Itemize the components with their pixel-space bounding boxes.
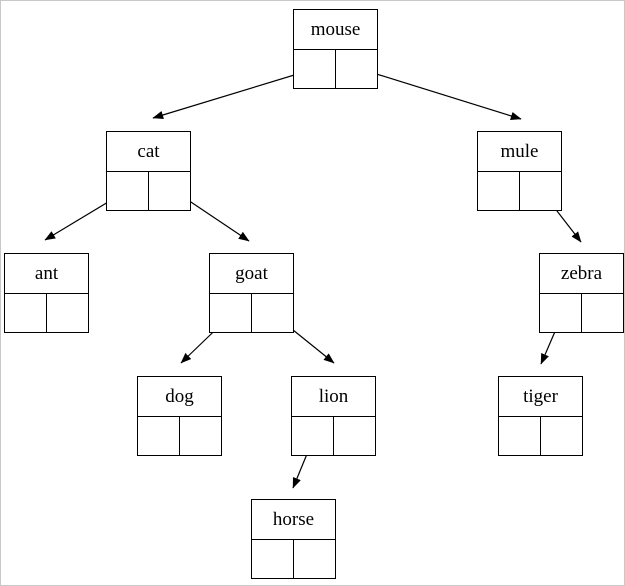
node-pointer-cells-lion (292, 417, 375, 455)
node-right-pointer-ant[interactable] (47, 294, 89, 332)
node-left-pointer-cat[interactable] (107, 172, 149, 210)
tree-node-zebra[interactable]: zebra (539, 253, 624, 333)
tree-edge-mouse-to-mule (353, 66, 522, 120)
node-left-pointer-mule[interactable] (478, 172, 520, 210)
tree-edge-mouse-to-cat (152, 68, 315, 120)
node-left-pointer-tiger[interactable] (499, 417, 541, 455)
node-right-pointer-lion[interactable] (334, 417, 376, 455)
node-pointer-cells-horse (252, 540, 335, 578)
node-right-pointer-goat[interactable] (252, 294, 294, 332)
tree-node-ant[interactable]: ant (4, 253, 89, 333)
node-left-pointer-mouse[interactable] (294, 50, 336, 88)
node-right-pointer-tiger[interactable] (541, 417, 583, 455)
node-right-pointer-mouse[interactable] (336, 50, 378, 88)
node-right-pointer-dog[interactable] (180, 417, 222, 455)
node-left-pointer-ant[interactable] (5, 294, 47, 332)
node-label-mouse: mouse (294, 10, 377, 50)
node-left-pointer-goat[interactable] (210, 294, 252, 332)
tree-node-lion[interactable]: lion (291, 376, 376, 456)
node-left-pointer-zebra[interactable] (540, 294, 582, 332)
node-left-pointer-lion[interactable] (292, 417, 334, 455)
node-left-pointer-horse[interactable] (252, 540, 294, 578)
node-pointer-cells-tiger (499, 417, 582, 455)
node-label-zebra: zebra (540, 254, 623, 294)
node-label-tiger: tiger (499, 377, 582, 417)
node-label-goat: goat (210, 254, 293, 294)
tree-node-horse[interactable]: horse (251, 499, 336, 579)
node-pointer-cells-ant (5, 294, 88, 332)
node-pointer-cells-goat (210, 294, 293, 332)
tree-node-mouse[interactable]: mouse (293, 9, 378, 89)
node-right-pointer-cat[interactable] (149, 172, 191, 210)
node-label-dog: dog (138, 377, 221, 417)
node-pointer-cells-dog (138, 417, 221, 455)
node-left-pointer-dog[interactable] (138, 417, 180, 455)
node-right-pointer-horse[interactable] (294, 540, 336, 578)
tree-node-dog[interactable]: dog (137, 376, 222, 456)
node-pointer-cells-mule (478, 172, 561, 210)
node-right-pointer-zebra[interactable] (582, 294, 624, 332)
node-label-horse: horse (252, 500, 335, 540)
tree-node-tiger[interactable]: tiger (498, 376, 583, 456)
node-label-mule: mule (478, 132, 561, 172)
node-label-lion: lion (292, 377, 375, 417)
node-label-ant: ant (5, 254, 88, 294)
tree-node-cat[interactable]: cat (106, 131, 191, 211)
node-pointer-cells-mouse (294, 50, 377, 88)
node-pointer-cells-cat (107, 172, 190, 210)
node-right-pointer-mule[interactable] (520, 172, 562, 210)
node-pointer-cells-zebra (540, 294, 623, 332)
node-label-cat: cat (107, 132, 190, 172)
tree-node-goat[interactable]: goat (209, 253, 294, 333)
tree-node-mule[interactable]: mule (477, 131, 562, 211)
